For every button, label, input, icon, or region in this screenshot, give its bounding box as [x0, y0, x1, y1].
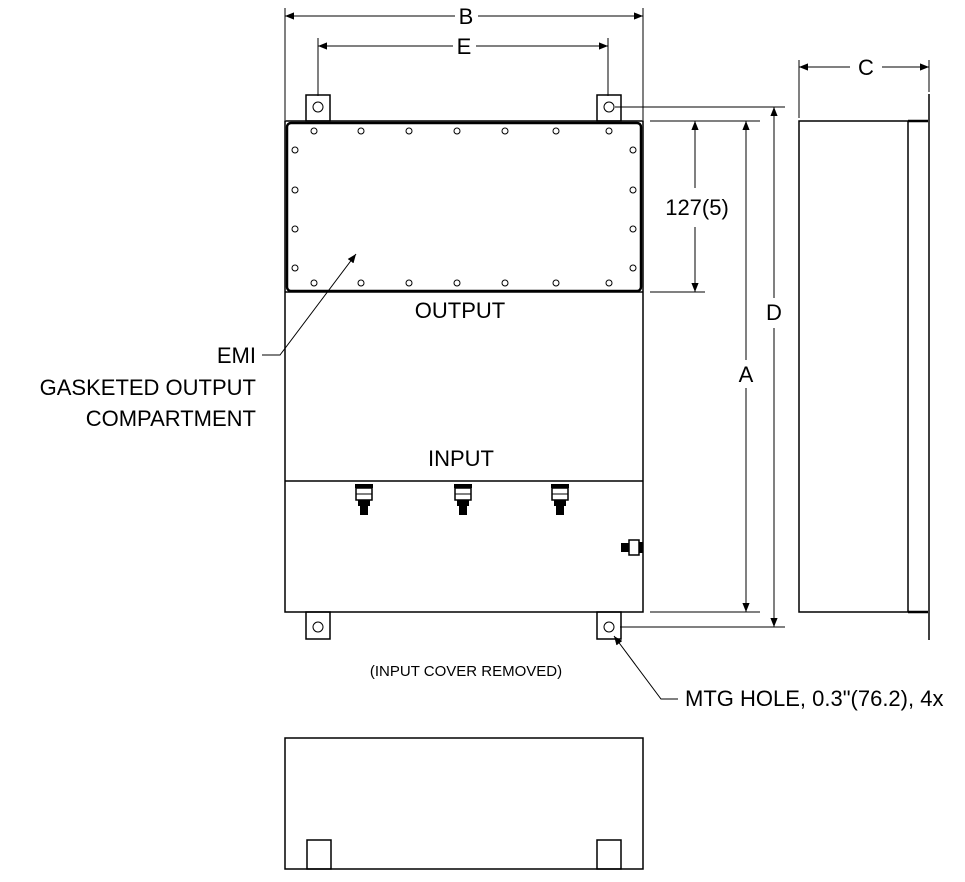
dimension-e: E — [317, 34, 609, 96]
dimension-c-label: C — [858, 55, 874, 80]
bottom-view — [284, 737, 644, 870]
dimension-d-label: D — [766, 300, 782, 325]
mtg-hole-label: MTG HOLE, 0.3"(76.2), 4x — [685, 686, 943, 711]
mounting-tab-bottom-left — [305, 611, 331, 640]
output-compartment — [285, 121, 643, 293]
dimension-b-label: B — [459, 4, 474, 29]
mounting-tab-top-left — [305, 94, 331, 122]
mtg-hole-callout: MTG HOLE, 0.3"(76.2), 4x — [613, 635, 943, 711]
input-terminal-2 — [454, 484, 472, 515]
emi-label-line2: GASKETED OUTPUT — [40, 375, 256, 400]
dimension-output-height-label: 127(5) — [665, 195, 729, 220]
input-terminal-1 — [355, 484, 373, 515]
output-label: OUTPUT — [415, 298, 505, 323]
dimension-a-label: A — [739, 362, 754, 387]
dimension-output-height: 127(5) — [650, 120, 729, 293]
emi-callout: EMI GASKETED OUTPUT COMPARTMENT — [40, 253, 357, 431]
ground-stud — [621, 539, 643, 556]
dimension-c: C — [798, 55, 930, 118]
mounting-tab-top-right — [596, 94, 622, 122]
dimension-b: B — [284, 4, 644, 120]
mounting-tab-bottom-right — [596, 611, 622, 640]
dimension-d: D — [615, 106, 785, 628]
gasket-screws — [291, 127, 637, 287]
dimension-e-label: E — [457, 34, 472, 59]
emi-label-line3: COMPARTMENT — [86, 406, 256, 431]
input-terminal-3 — [551, 484, 569, 515]
dimension-a: A — [650, 120, 760, 613]
enclosure-body — [284, 120, 644, 613]
input-label: INPUT — [428, 446, 494, 471]
input-cover-note: (INPUT COVER REMOVED) — [370, 663, 562, 680]
emi-label-line1: EMI — [217, 343, 256, 368]
side-view — [798, 94, 930, 640]
